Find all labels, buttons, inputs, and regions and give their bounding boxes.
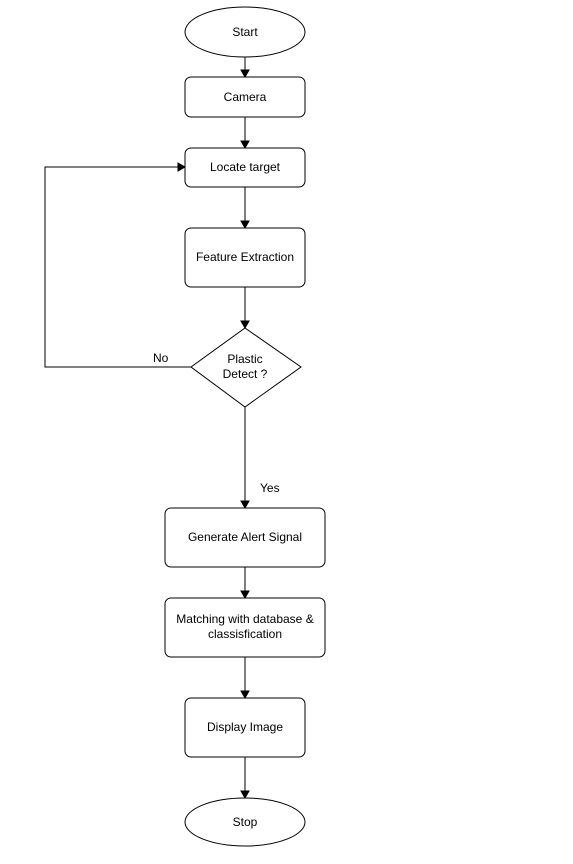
feature-extraction-label: Feature Extraction xyxy=(196,250,294,264)
node-plastic-detect: Plastic Detect ? xyxy=(190,327,302,408)
arrowhead-locate xyxy=(240,140,250,150)
camera-process-shape xyxy=(184,76,306,118)
arrowhead-decision xyxy=(240,320,250,330)
arrowhead-display xyxy=(240,690,250,700)
edge-label-no: No xyxy=(153,351,169,365)
generate-alert-process-shape xyxy=(164,507,326,568)
arrowhead-matching xyxy=(240,590,250,600)
node-start: Start xyxy=(184,6,306,58)
matching-label-line-1: Matching with database & xyxy=(176,612,313,626)
edge-label-yes: Yes xyxy=(260,481,280,495)
locate-target-label: Locate target xyxy=(210,160,281,174)
arrowhead-no-loop xyxy=(177,162,187,172)
plastic-detect-decision-shape xyxy=(190,327,302,408)
node-matching: Matching with database & classisfication xyxy=(164,597,326,658)
node-display-image: Display Image xyxy=(184,697,306,758)
node-camera: Camera xyxy=(184,76,306,118)
display-image-process-shape xyxy=(184,697,306,758)
generate-alert-label: Generate Alert Signal xyxy=(188,530,302,544)
node-generate-alert: Generate Alert Signal xyxy=(164,507,326,568)
node-stop: Stop xyxy=(184,797,306,847)
edges xyxy=(44,57,250,800)
node-feature-extraction: Feature Extraction xyxy=(184,227,306,288)
node-locate-target: Locate target xyxy=(184,147,306,188)
display-image-label: Display Image xyxy=(207,720,283,734)
locate-target-process-shape xyxy=(184,147,306,188)
feature-extraction-process-shape xyxy=(184,227,306,288)
camera-label: Camera xyxy=(224,90,267,104)
plastic-detect-label-line-1: Plastic xyxy=(227,352,262,366)
matching-process-shape xyxy=(164,597,326,658)
arrowhead-stop xyxy=(240,790,250,800)
plastic-detect-label-line-2: Detect ? xyxy=(223,367,268,381)
edge-no-loop xyxy=(44,166,191,368)
stop-label: Stop xyxy=(233,815,258,829)
matching-label-line-2: classisfication xyxy=(208,627,282,641)
arrowhead-feature xyxy=(240,220,250,230)
start-terminal-shape xyxy=(184,6,306,58)
start-label: Start xyxy=(232,25,258,39)
arrowhead-alert xyxy=(240,500,250,510)
stop-terminal-shape xyxy=(184,797,306,847)
arrowhead-camera xyxy=(240,69,250,79)
